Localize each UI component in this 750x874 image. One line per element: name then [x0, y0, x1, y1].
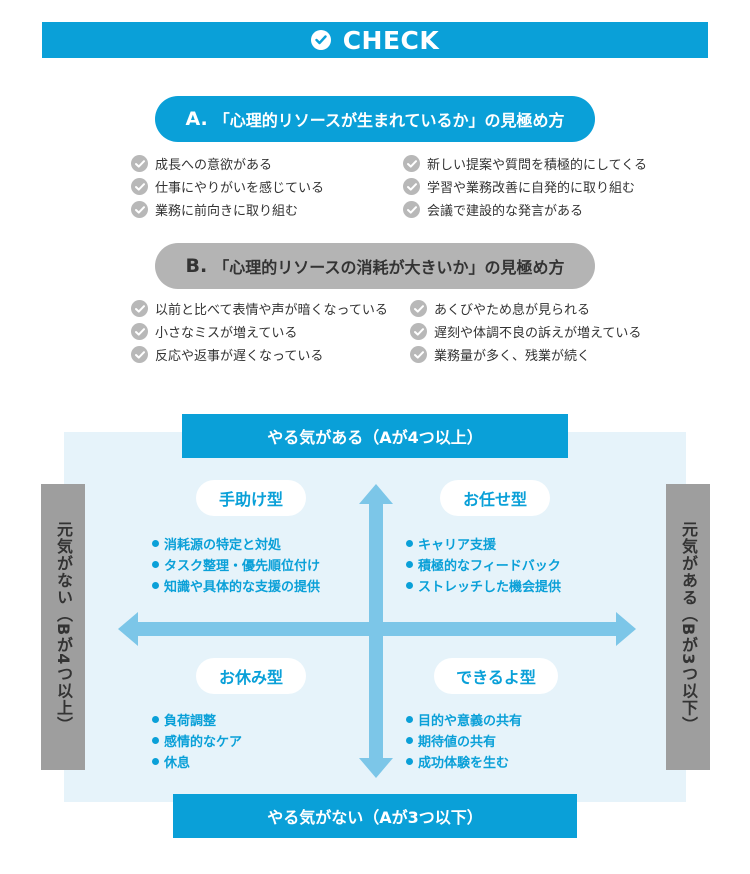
check-icon	[403, 178, 420, 195]
quadrant-title-bottom-left: お休み型	[196, 658, 306, 694]
check-header: CHECK	[42, 22, 708, 58]
section-b-list-left: 以前と比べて表情や声が暗くなっている 小さなミスが増えている 反応や返事が遅くな…	[131, 297, 388, 366]
section-a-title: 「心理的リソースが生まれているか」の見極め方	[213, 111, 565, 130]
bullet-dot	[152, 540, 159, 547]
list-item: 反応や返事が遅くなっている	[131, 343, 388, 366]
axis-label-right: 元気がある（Bが3つ以下）	[666, 484, 710, 770]
section-a-letter: A.	[185, 108, 208, 130]
list-item: 会議で建設的な発言がある	[403, 198, 647, 221]
header-title: CHECK	[342, 25, 440, 55]
check-icon	[131, 300, 148, 317]
section-a-list-left: 成長への意欲がある 仕事にやりがいを感じている 業務に前向きに取り組む	[131, 152, 324, 221]
list-item: 仕事にやりがいを感じている	[131, 175, 324, 198]
check-icon	[403, 155, 420, 172]
list-item: 業務に前向きに取り組む	[131, 198, 324, 221]
list-item: 遅刻や体調不良の訴えが増えている	[410, 320, 641, 343]
bullet-dot	[152, 758, 159, 765]
section-b-title: 「心理的リソースの消耗が大きいか」の見極め方	[213, 258, 565, 277]
list-item: 成長への意欲がある	[131, 152, 324, 175]
list-item: ストレッチした機会提供	[406, 575, 561, 596]
bullet-dot	[406, 737, 413, 744]
down-arrow-head	[359, 758, 393, 778]
check-circle-icon	[310, 30, 331, 50]
up-arrow-head	[359, 484, 393, 504]
check-icon	[410, 346, 427, 363]
bullet-dot	[152, 716, 159, 723]
quadrant-list-top-left: 消耗源の特定と対処 タスク整理・優先順位付け 知識や具体的な支援の提供	[152, 533, 320, 596]
bullet-dot	[152, 582, 159, 589]
quadrant-title-bottom-right: できるよ型	[434, 658, 558, 694]
list-item: 期待値の共有	[406, 730, 522, 751]
check-icon	[410, 300, 427, 317]
quadrant-title-top-right: お任せ型	[440, 480, 550, 516]
quadrant-list-top-right: キャリア支援 積極的なフィードバック ストレッチした機会提供	[406, 533, 561, 596]
section-b-heading: B. 「心理的リソースの消耗が大きいか」の見極め方	[155, 243, 595, 289]
vertical-axis	[369, 500, 383, 762]
bullet-dot	[406, 758, 413, 765]
list-item: 知識や具体的な支援の提供	[152, 575, 320, 596]
check-icon	[131, 323, 148, 340]
axis-label-bottom: やる気がない（Aが3つ以下）	[173, 794, 577, 838]
list-item: 目的や意義の共有	[406, 709, 522, 730]
axis-label-top: やる気がある（Aが4つ以上）	[182, 414, 568, 458]
check-icon	[131, 346, 148, 363]
left-arrow-head	[118, 612, 138, 646]
list-item: 学習や業務改善に自発的に取り組む	[403, 175, 647, 198]
axis-label-left: 元気がない（Bが4つ以上）	[41, 484, 85, 770]
check-icon	[403, 201, 420, 218]
list-item: 負荷調整	[152, 709, 242, 730]
bullet-dot	[406, 540, 413, 547]
list-item: 成功体験を生む	[406, 751, 522, 772]
check-icon	[131, 155, 148, 172]
right-arrow-head	[616, 612, 636, 646]
quadrant-title-top-left: 手助け型	[196, 480, 306, 516]
check-icon	[131, 178, 148, 195]
list-item: キャリア支援	[406, 533, 561, 554]
list-item: 休息	[152, 751, 242, 772]
section-a-list-right: 新しい提案や質問を積極的にしてくる 学習や業務改善に自発的に取り組む 会議で建設…	[403, 152, 647, 221]
list-item: あくびやため息が見られる	[410, 297, 641, 320]
quadrant-list-bottom-left: 負荷調整 感情的なケア 休息	[152, 709, 242, 772]
bullet-dot	[406, 716, 413, 723]
list-item: 新しい提案や質問を積極的にしてくる	[403, 152, 647, 175]
list-item: 積極的なフィードバック	[406, 554, 561, 575]
list-item: 以前と比べて表情や声が暗くなっている	[131, 297, 388, 320]
check-icon	[410, 323, 427, 340]
bullet-dot	[406, 582, 413, 589]
list-item: 業務量が多く、残業が続く	[410, 343, 641, 366]
list-item: 小さなミスが増えている	[131, 320, 388, 343]
list-item: タスク整理・優先順位付け	[152, 554, 320, 575]
quadrant-list-bottom-right: 目的や意義の共有 期待値の共有 成功体験を生む	[406, 709, 522, 772]
section-b-list-right: あくびやため息が見られる 遅刻や体調不良の訴えが増えている 業務量が多く、残業が…	[410, 297, 641, 366]
bullet-dot	[152, 561, 159, 568]
list-item: 感情的なケア	[152, 730, 242, 751]
bullet-dot	[152, 737, 159, 744]
bullet-dot	[406, 561, 413, 568]
check-icon	[131, 201, 148, 218]
section-b-letter: B.	[185, 255, 208, 277]
section-a-heading: A. 「心理的リソースが生まれているか」の見極め方	[155, 96, 595, 142]
list-item: 消耗源の特定と対処	[152, 533, 320, 554]
